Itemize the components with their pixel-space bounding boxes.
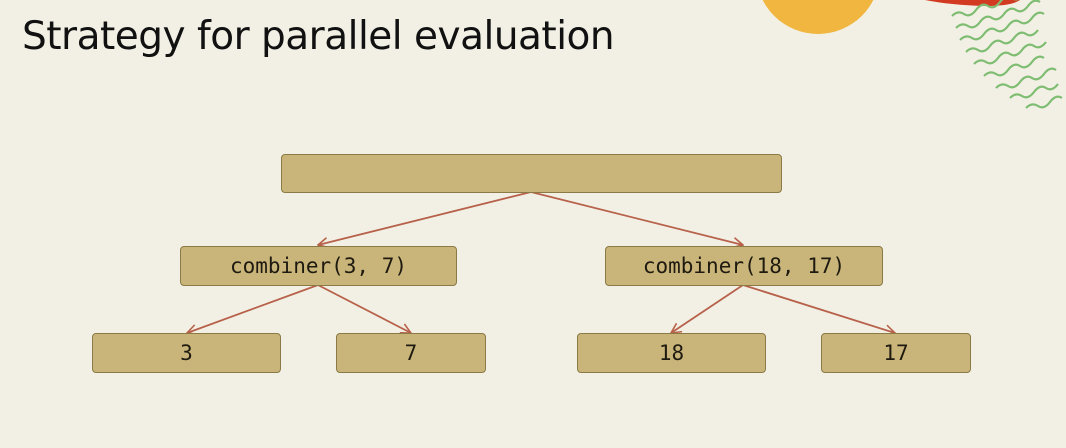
right-combiner-node: combiner(18, 17)	[605, 246, 883, 286]
edge-right-combiner-to-leaf-18	[671, 284, 744, 333]
edge-right-combiner-to-leaf-17	[742, 284, 895, 333]
edge-root-to-left-combiner	[318, 191, 532, 245]
edge-root-to-right-combiner	[530, 191, 743, 245]
leaf-node-18: 18	[577, 333, 766, 373]
leaf-node-17: 17	[821, 333, 971, 373]
left-combiner-node: combiner(3, 7)	[180, 246, 457, 286]
leaf-node-7: 7	[336, 333, 486, 373]
slide-title: Strategy for parallel evaluation	[22, 14, 615, 59]
edge-left-combiner-to-leaf-3	[187, 284, 319, 333]
root-node	[281, 154, 782, 193]
edge-left-combiner-to-leaf-7	[317, 284, 411, 333]
leaf-node-3: 3	[92, 333, 281, 373]
